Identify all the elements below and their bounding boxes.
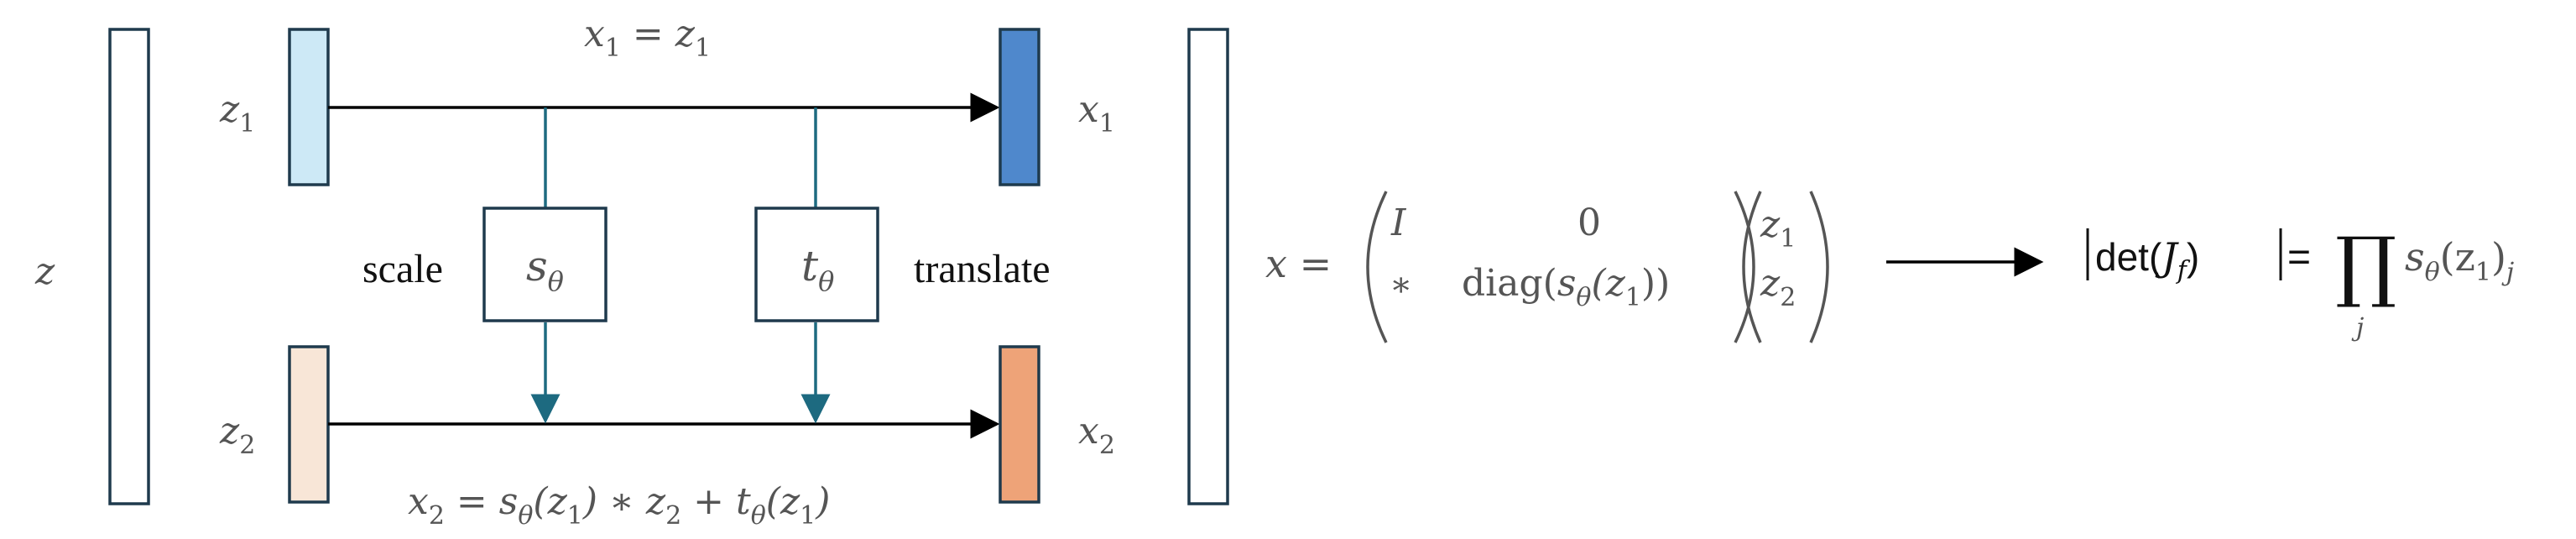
det-label: det(Jf)	[2095, 234, 2199, 285]
matrix-left-paren	[1366, 191, 1388, 343]
equals-sign: =	[2287, 235, 2311, 280]
z-label: z	[34, 250, 55, 293]
matrix-r1c2: 0	[1577, 201, 1601, 244]
x2-label: x2	[1078, 410, 1115, 460]
s-theta-label: sθ	[526, 242, 564, 297]
product-index: j	[2351, 313, 2364, 343]
vector-z2: z2	[1760, 262, 1796, 312]
det-rhs: sθ(z1)j	[2405, 234, 2514, 287]
scale-network-box	[482, 207, 607, 322]
z1-label: z1	[219, 88, 255, 139]
vector-left-paren	[1742, 191, 1762, 343]
t-theta-label: tθ	[801, 242, 834, 297]
vector-right-paren	[1809, 191, 1829, 343]
translate-network-box	[754, 207, 879, 322]
z-vector-bar	[108, 28, 150, 505]
z1-bar	[288, 28, 330, 186]
x1-bar	[999, 28, 1040, 186]
product-symbol: ∏	[2335, 221, 2396, 311]
x2-bar	[999, 345, 1040, 504]
top-equation: x1 = z1	[584, 13, 711, 63]
matrix-r2c2: diag(sθ(z1))	[1462, 262, 1670, 312]
translate-label: translate	[914, 247, 1051, 291]
matrix-r1c1: I	[1390, 201, 1407, 244]
z2-bar	[288, 345, 330, 504]
vector-z1: z1	[1760, 203, 1796, 254]
z2-label: z2	[219, 410, 255, 460]
x1-label: x1	[1078, 88, 1115, 139]
matrix-right-paren	[1734, 191, 1755, 343]
determinant-equation: det(Jf) = ∏ j sθ(z1)j	[2086, 221, 2514, 343]
scale-label: scale	[362, 247, 443, 291]
bottom-equation: x2 = sθ(z1) ∗ z2 + tθ(z1)	[408, 480, 830, 531]
matrix-r2c1: ∗	[1390, 265, 1412, 304]
matrix-equation: x = I 0 ∗ diag(sθ(z1)) z1 z2	[1265, 191, 1829, 343]
x-vector-bar	[1187, 28, 1229, 505]
matrix-lhs: x =	[1265, 241, 1332, 286]
